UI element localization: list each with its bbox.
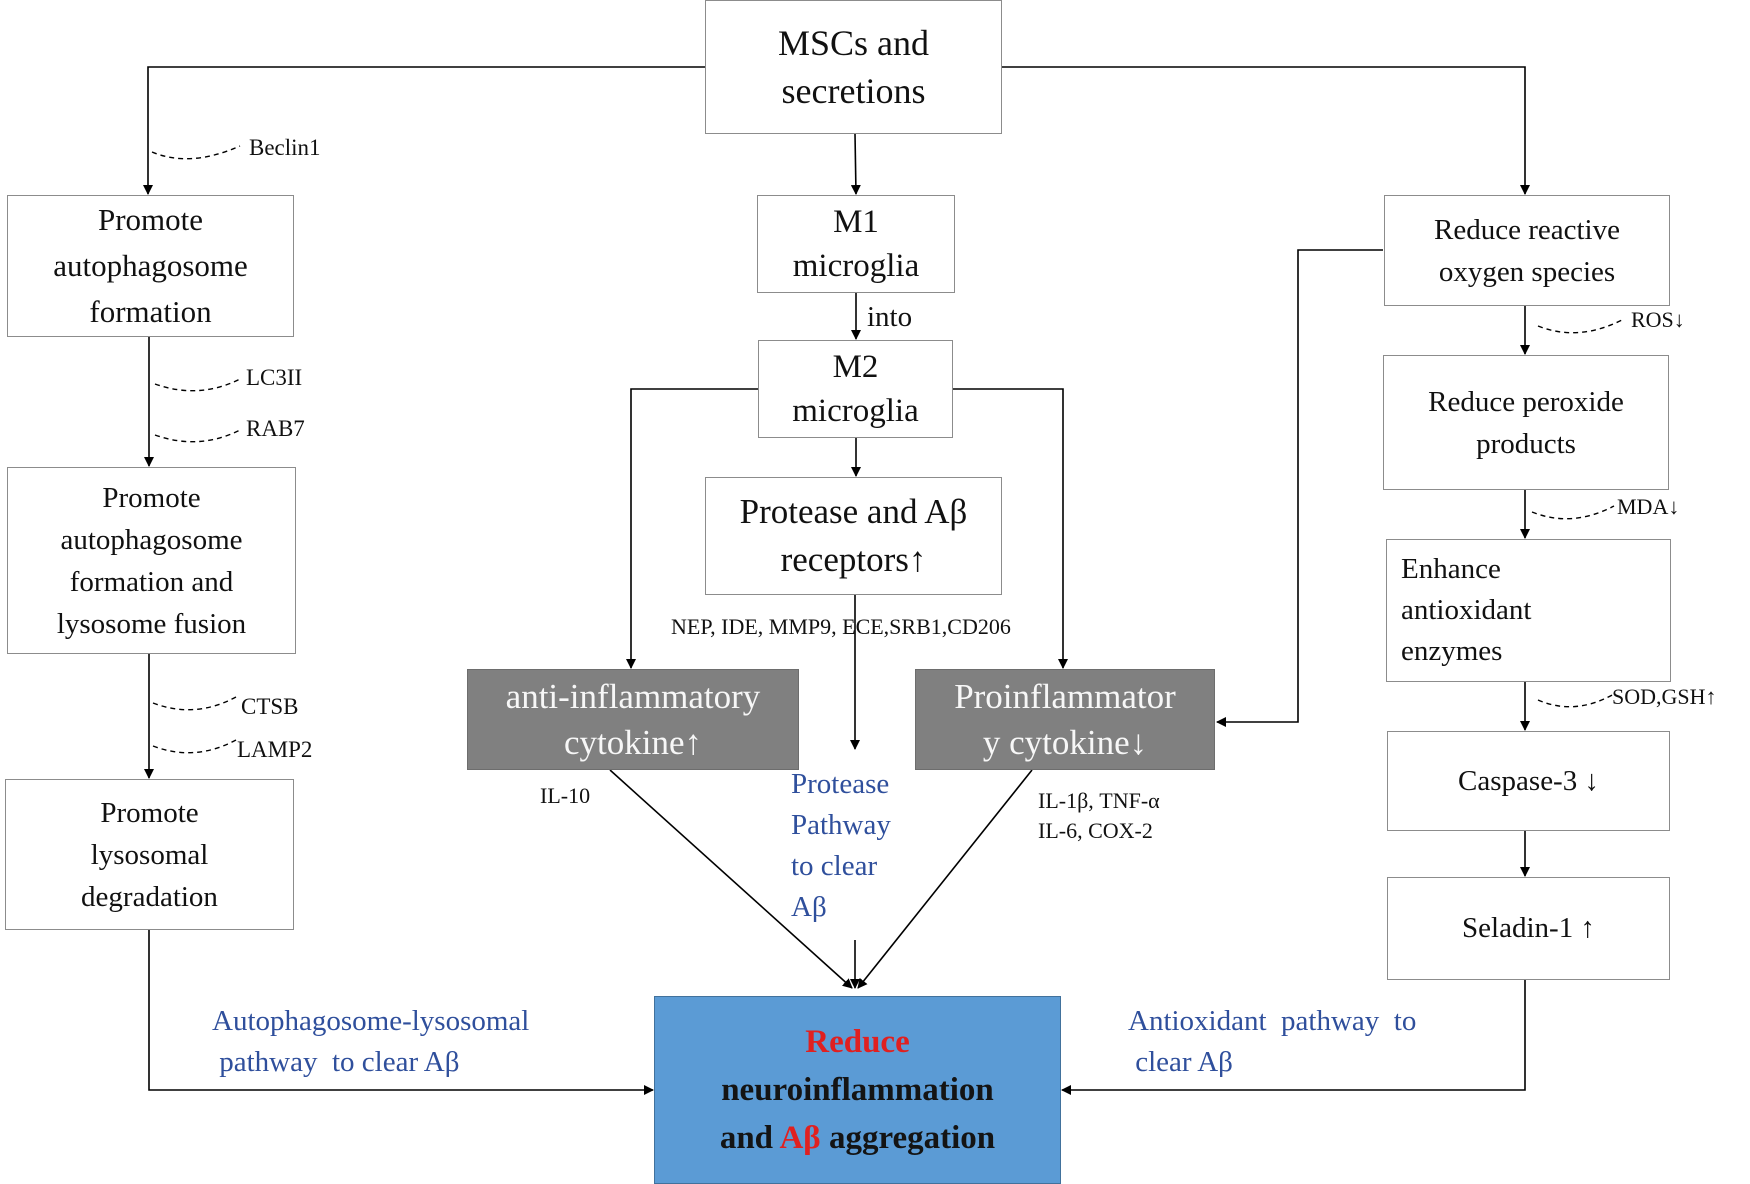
lysosome-fusion-box: Promote autophagosome formation and lyso… [7,467,296,654]
autophagosome-formation-line-3: formation [89,294,212,329]
final-outcome-box: Reduce neuroinflammation and Aβ aggregat… [654,996,1061,1184]
protease-pathway-line-1: Protease [791,768,890,800]
lysosomal-degradation-line-3: degradation [81,880,218,913]
proinflammatory-line-2: y cytokine↓ [982,722,1148,762]
protease-pathway-label: Protease Pathway to clear Aβ [791,764,891,928]
il1b-tnf-label: IL-1β, TNF-α [1038,788,1160,813]
final-line-3-prefix: and [719,1120,780,1156]
anti-inflammatory-box: anti-inflammatory cytokine↑ [467,669,799,770]
autophagosome-pathway-line-2: pathway to clear Aβ [212,1046,460,1078]
m1-microglia-box: M1 microglia [757,195,955,293]
caspase-label: Caspase-3 ↓ [1458,764,1599,797]
autophagosome-pathway-label: Autophagosome-lysosomal pathway to clear… [212,1001,529,1083]
dashed-mark-lamp2 [152,739,237,754]
antioxidant-pathway-line-1: Antioxidant pathway to [1128,1005,1417,1037]
dashed-mark-lc3ii [154,377,243,392]
arrow-degradation-to-final [148,930,654,1095]
final-line-3-highlight: Aβ [779,1120,821,1156]
marker-mda: MDA↓ [1617,494,1680,519]
arrow-msc-to-ros [1002,66,1530,195]
seladin-box: Seladin-1 ↑ [1387,877,1670,980]
arrow-anti-to-final [609,769,853,989]
proinflammatory-line-1: Proinflammator [954,676,1176,716]
proinflammatory-box: Proinflammator y cytokine↓ [915,669,1215,770]
final-line-2: neuroinflammation [721,1072,994,1108]
protease-receptors-box: Protease and Aβ receptors↑ [705,477,1002,595]
lysosomal-degradation-box: Promote lysosomal degradation [5,779,294,930]
protease-line-1: Protease and Aβ [739,492,968,531]
msc-line-1: MSCs and [777,23,930,63]
final-line-3: and Aβ aggregation [720,1114,995,1162]
msc-box: MSCs and secretions [705,0,1002,134]
protease-line-2: receptors↑ [780,540,927,579]
arrow-pro-to-final [857,769,1033,989]
lysosomal-degradation-line-1: Promote [100,796,199,829]
reduce-ros-box: Reduce reactive oxygen species [1384,195,1670,306]
protease-pathway-line-4: Aβ [791,891,827,923]
anti-inflammatory-line-2: cytokine↑ [563,722,703,762]
antioxidant-pathway-label: Antioxidant pathway to clear Aβ [1128,1001,1416,1083]
reduce-peroxide-line-2: products [1476,427,1576,460]
arrow-ros-to-pro [1216,249,1383,727]
arrow-m2-to-anti [626,388,758,669]
reduce-ros-line-1: Reduce reactive [1434,213,1620,246]
dashed-mark-ctsb [152,696,237,711]
final-line-1: Reduce [805,1024,910,1060]
il6-cox2-label: IL-6, COX-2 [1038,818,1153,843]
autophagosome-pathway-line-1: Autophagosome-lysosomal [212,1005,530,1037]
dashed-mark-rab7 [154,428,243,443]
autophagosome-formation-line-1: Promote [97,202,204,237]
lysosome-fusion-line-3: formation and [69,565,234,598]
antioxidant-enzymes-line-1: Enhance [1401,553,1501,585]
m2-line-1: M2 [832,349,879,385]
arrow-seladin-to-final [1061,980,1526,1095]
marker-lamp2: LAMP2 [237,737,313,762]
arrow-msc-to-m1 [850,133,861,195]
lysosomal-degradation-line-2: lysosomal [90,838,209,871]
anti-inflammatory-line-1: anti-inflammatory [505,676,761,716]
antioxidant-enzymes-line-2: antioxidant [1401,594,1532,626]
marker-ctsb: CTSB [241,694,299,719]
autophagosome-formation-box: Promote autophagosome formation [7,195,294,337]
antioxidant-enzymes-line-3: enzymes [1401,635,1503,667]
lysosome-fusion-line-1: Promote [102,481,201,514]
seladin-label: Seladin-1 ↑ [1462,912,1595,944]
lysosome-fusion-line-2: autophagosome [60,523,243,556]
reduce-ros-line-2: oxygen species [1438,255,1616,288]
m2-microglia-box: M2 microglia [758,340,953,438]
into-label: into [867,301,913,333]
marker-lc3ii: LC3II [246,365,303,390]
il10-label: IL-10 [540,783,591,808]
protease-list-label: NEP, IDE, MMP9, ECE,SRB1,CD206 [671,614,1011,639]
dashed-mark-mda [1531,505,1615,520]
marker-beclin1: Beclin1 [249,135,321,160]
marker-ros: ROS↓ [1631,307,1685,332]
autophagosome-formation-line-2: autophagosome [53,248,248,283]
dashed-mark-beclin1 [151,145,241,160]
dashed-mark-sod [1537,693,1615,708]
reduce-peroxide-line-1: Reduce peroxide [1428,385,1624,418]
final-line-3-suffix: aggregation [820,1120,996,1156]
msc-line-2: secretions [781,71,926,111]
m1-line-1: M1 [833,204,879,240]
lysosome-fusion-line-4: lysosome fusion [56,607,247,640]
reduce-peroxide-box: Reduce peroxide products [1383,355,1669,490]
dashed-mark-ros [1537,319,1623,334]
protease-pathway-line-3: to clear [791,850,878,882]
m2-line-2: microglia [792,393,919,429]
marker-sod-gsh: SOD,GSH↑ [1612,684,1717,709]
antioxidant-enzymes-box: Enhance antioxidant enzymes [1386,539,1671,682]
arrow-m2-to-pro [953,388,1068,669]
m1-line-2: microglia [792,248,920,284]
caspase-box: Caspase-3 ↓ [1387,731,1670,831]
marker-rab7: RAB7 [246,416,305,441]
antioxidant-pathway-line-2: clear Aβ [1128,1046,1233,1078]
arrow-msc-to-autophagy [143,66,705,195]
protease-pathway-line-2: Pathway [791,809,891,841]
